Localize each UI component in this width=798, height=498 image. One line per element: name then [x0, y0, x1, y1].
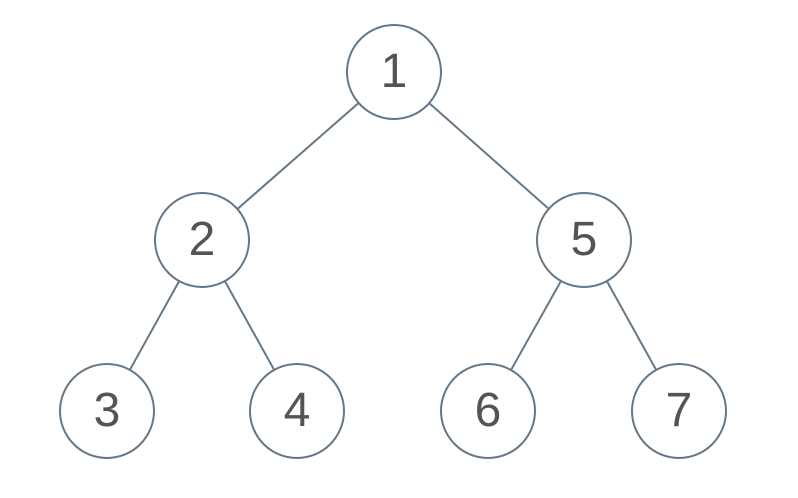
- tree-node-4: 4: [249, 363, 345, 459]
- tree-node-7-label: 7: [665, 384, 693, 437]
- tree-node-3-label: 3: [93, 384, 121, 437]
- tree-node-5-label: 5: [570, 213, 598, 266]
- tree-node-4-label: 4: [283, 384, 311, 437]
- tree-node-5: 5: [536, 192, 632, 288]
- tree-node-6: 6: [440, 363, 536, 459]
- tree-node-2-label: 2: [188, 213, 216, 266]
- tree-node-6-label: 6: [474, 384, 502, 437]
- tree-node-7: 7: [631, 363, 727, 459]
- tree-node-1-label: 1: [380, 45, 408, 98]
- tree-node-3: 3: [59, 363, 155, 459]
- tree-node-2: 2: [154, 192, 250, 288]
- tree-node-1: 1: [346, 24, 442, 120]
